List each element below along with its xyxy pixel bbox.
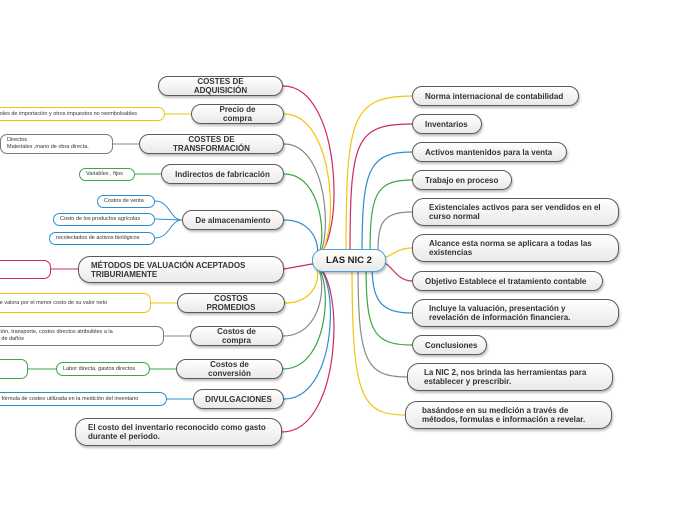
leaf-almacenamiento-item[interactable]: Costos de venta [97,195,155,208]
link-incluye [371,263,413,314]
topic-precio-compra[interactable]: Precio de compra [191,104,284,124]
link-costos-compra [282,263,323,337]
topic-basandose[interactable]: basándose en su medición a través de mét… [405,401,612,429]
link-metodos [283,263,313,270]
topic-divulgaciones[interactable]: DIVULGACIONES [193,389,284,409]
link-costes-adquisicion [282,85,335,259]
topic-costes-transformacion[interactable]: COSTES DE TRANSFORMACIÓN [139,134,284,154]
link-conversion [282,263,326,370]
link-trabajo [369,179,413,257]
leaf-indirectos-detail[interactable]: Variables , fijos [79,168,135,181]
leaf-almacenamiento-item[interactable]: Costo de los productos agrícolas [53,213,155,226]
topic-incluye[interactable]: Incluye la valuación, presentación y rev… [412,299,619,327]
leaf-conversion-extra[interactable] [0,359,28,379]
link-precio-compra [283,113,331,261]
link-conclusiones [365,263,413,346]
leaf-almacenamiento-item[interactable]: recolectados de activos biológicos [49,232,155,245]
link-costo-inventario [281,263,335,433]
leaf-compra-detail[interactable]: ación, transporte, costos directos atrib… [0,326,164,346]
central-topic[interactable]: LAS NIC 2 [312,249,386,272]
topic-trabajo-proceso[interactable]: Trabajo en proceso [412,170,512,190]
link-costes-transformacion [283,143,326,263]
sublink-alm-2 [154,218,183,221]
link-activos [361,151,413,257]
leaf-metodos-detail[interactable]: er [0,260,51,279]
topic-costos-conversion[interactable]: Costos de conversión [176,359,283,379]
topic-metodos-valuacion[interactable]: MÉTODOS DE VALUACIÓN ACEPTADOS TRIBURIAM… [78,256,284,283]
sublink-alm-3 [154,219,183,239]
topic-costos-promedios[interactable]: COSTOS PROMEDIOS [177,293,285,313]
topic-costo-inventario[interactable]: El costo del inventario reconocido como … [75,418,282,446]
topic-activos-mantenidos[interactable]: Activos mantenidos para la venta [412,142,567,162]
link-inventarios [349,123,413,257]
topic-almacenamiento[interactable]: De almacenamiento [182,210,284,230]
topic-la-nic2[interactable]: La NIC 2, nos brinda las herramientas pa… [407,363,613,391]
link-lanic [357,263,408,378]
topic-alcance[interactable]: Alcance esta norma se aplicara a todas l… [412,234,619,262]
topic-objetivo[interactable]: Objetivo Establece el tratamiento contab… [412,271,603,291]
topic-norma-internacional[interactable]: Norma internacional de contabilidad [412,86,579,106]
link-divulgaciones [283,263,331,400]
sublink-alm-1 [154,200,183,221]
topic-indirectos-fabricacion[interactable]: Indirectos de fabricación [161,164,284,184]
leaf-promedios-detail[interactable]: se valora por el menor costo de su valor… [0,293,151,313]
leaf-precio-compra-detail[interactable]: coles de importación y otros impuestos n… [0,107,165,121]
link-norma [345,95,413,257]
link-indirectos [283,173,323,263]
link-promedios [284,263,319,304]
topic-existenciales[interactable]: Existenciales activos para ser vendidos … [412,198,619,226]
topic-conclusiones[interactable]: Conclusiones [412,335,487,355]
leaf-transformacion-detail[interactable]: Directos Materiales ,mano de obra direct… [0,134,113,154]
leaf-conversion-detail[interactable]: Labor directa, gastos directos [56,362,150,376]
link-basandose [351,263,406,416]
link-existenciales [377,211,413,257]
topic-costos-compra[interactable]: Costos de compra [190,326,283,346]
topic-inventarios[interactable]: Inventarios [412,114,482,134]
leaf-divulgaciones-detail[interactable]: a fórmula de costeo utilizada en la medi… [0,392,167,406]
topic-costes-adquisicion[interactable]: COSTES DE ADQUISICIÓN [158,76,283,96]
